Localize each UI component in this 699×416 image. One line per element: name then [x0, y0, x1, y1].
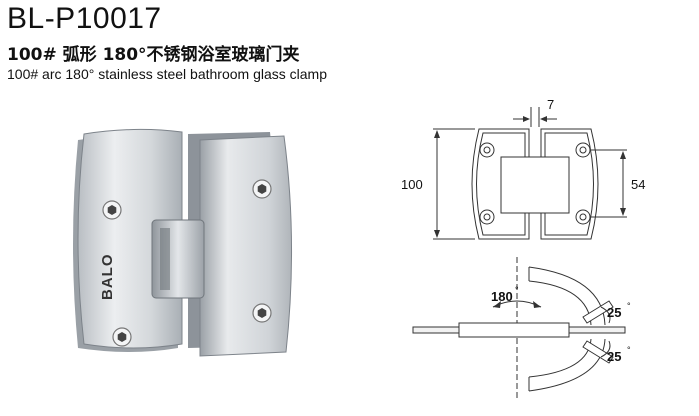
product-title-chinese: 100# 弧形 180°不锈钢浴室玻璃门夹 [7, 45, 300, 65]
screw-icon [102, 200, 122, 220]
product-model: BL-P10017 [7, 2, 162, 35]
product-photo: BALO [73, 128, 293, 357]
angle-upper-label: 25 [607, 305, 621, 320]
screw-icon [112, 327, 132, 347]
screw-icon [252, 303, 272, 323]
angle-lower-label: 25 [607, 349, 621, 364]
angle-open-label: 180 [491, 289, 513, 304]
svg-text:°: ° [627, 345, 631, 355]
screw-icon [252, 179, 272, 199]
svg-text:°: ° [515, 285, 519, 295]
technical-drawing: 7 100 54 180 ° 25 ° 25 ° [401, 97, 645, 401]
hinge-block [151, 219, 205, 299]
brand-logo: BALO [99, 254, 116, 301]
right-front-plate [199, 135, 293, 357]
svg-text:°: ° [627, 301, 631, 311]
dim-height-label: 100 [401, 177, 423, 192]
dim-hole-spacing-label: 54 [631, 177, 645, 192]
dim-gap-label: 7 [547, 97, 554, 112]
product-title-english: 100# arc 180° stainless steel bathroom g… [7, 66, 327, 82]
